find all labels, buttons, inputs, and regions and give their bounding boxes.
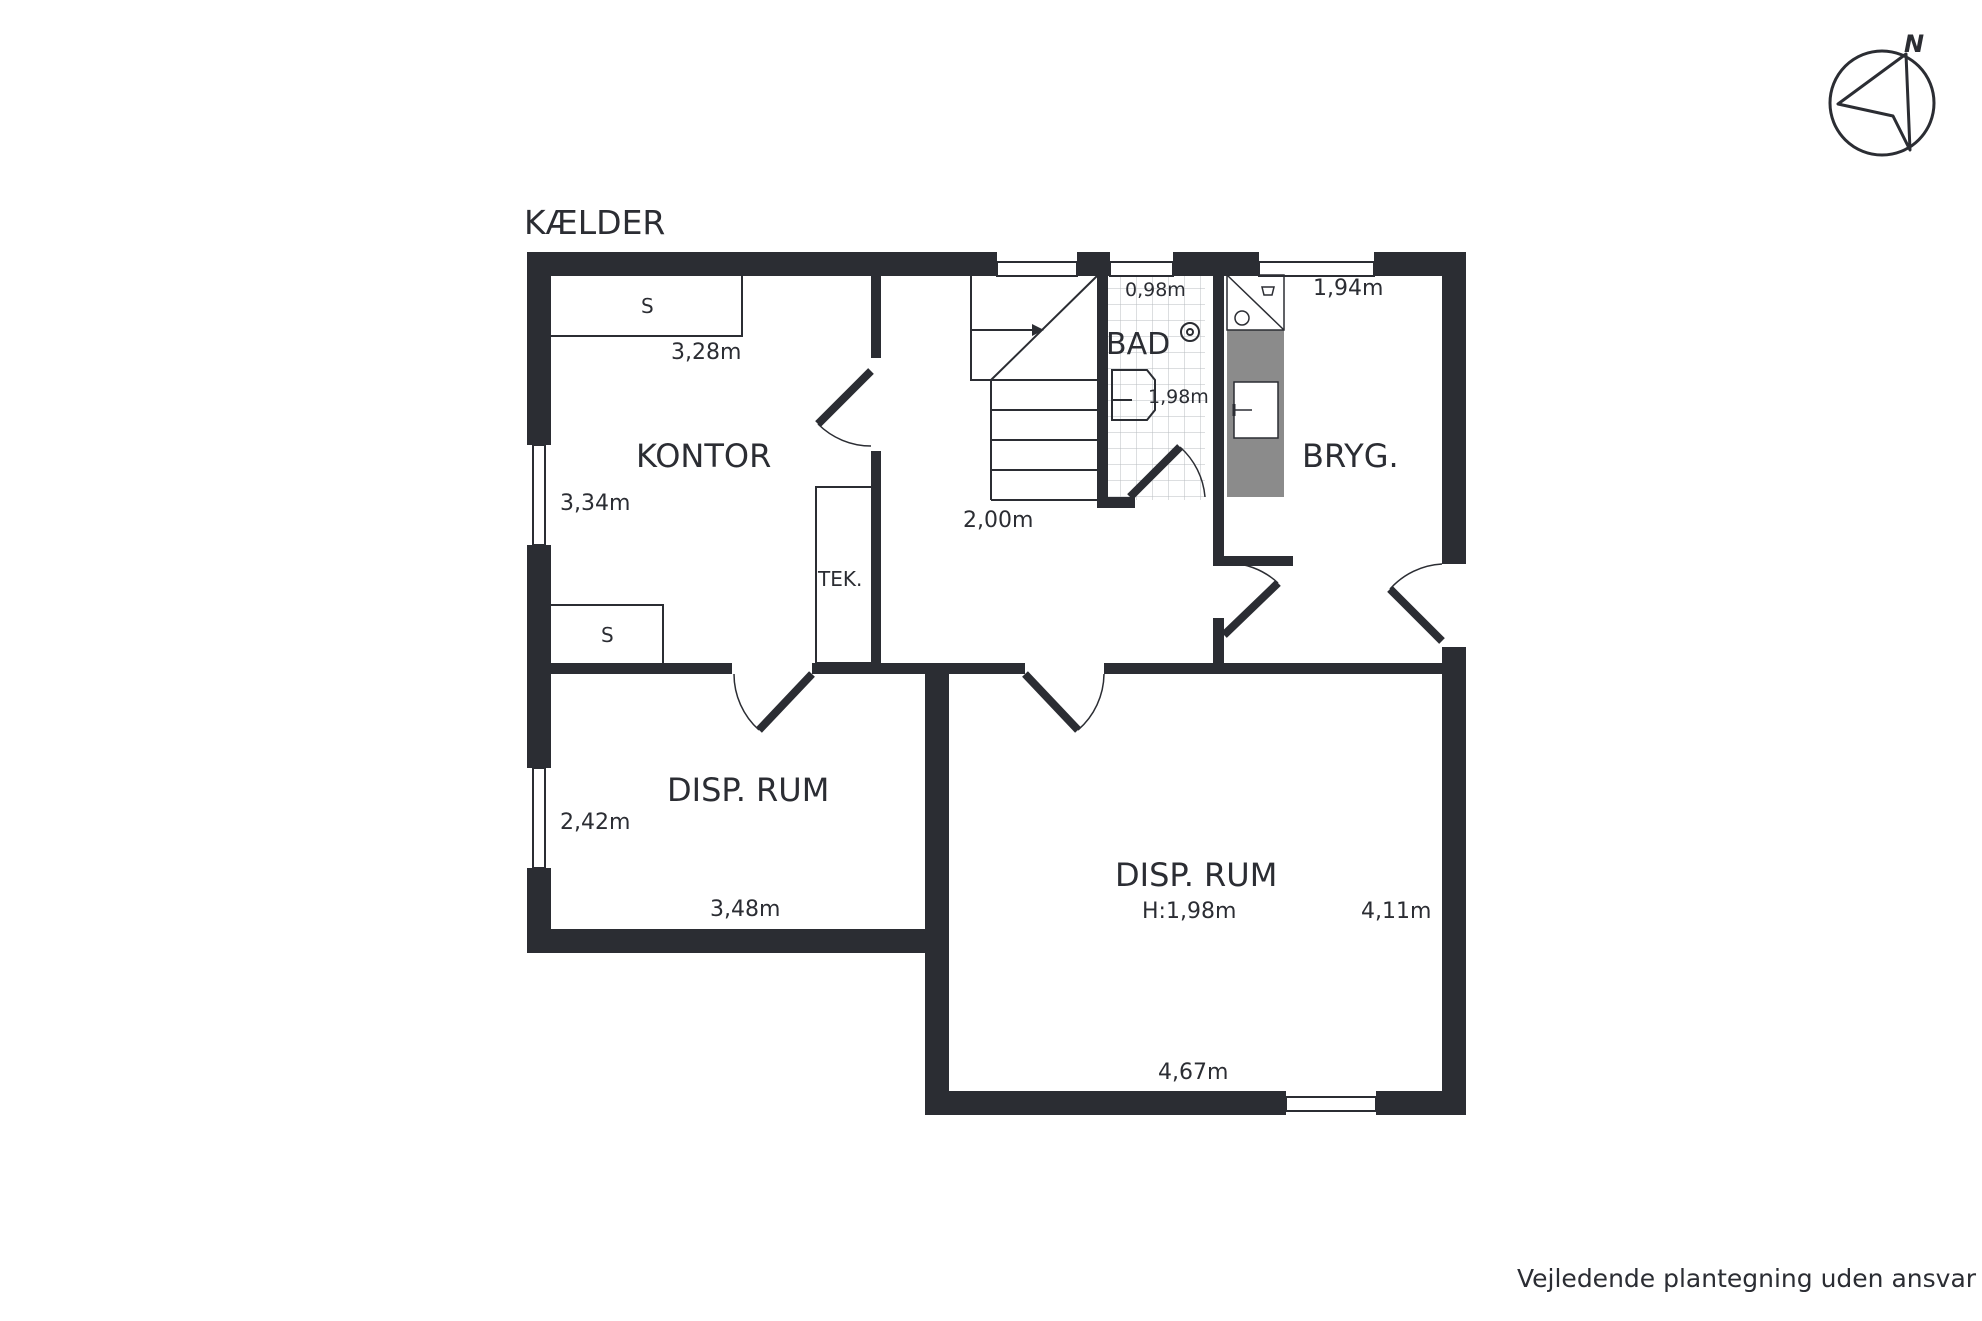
- disp-large-depth: 4,11m: [1361, 899, 1432, 924]
- room-label-kontor: KONTOR: [636, 437, 772, 475]
- disp-small-width: 3,48m: [710, 897, 781, 922]
- disp-small-depth: 2,42m: [560, 810, 631, 835]
- room-label-tek: TEK.: [818, 567, 863, 591]
- room-label-bad: BAD: [1106, 327, 1171, 362]
- shower-drain-icon: [1180, 322, 1200, 342]
- windows: [532, 261, 1377, 1112]
- disp-large-height: H:1,98m: [1142, 899, 1237, 924]
- doors: [733, 368, 1445, 733]
- room-label-bryg: BRYG.: [1302, 437, 1399, 475]
- storage-label: S: [601, 623, 614, 647]
- tek-cabinet: [815, 486, 874, 664]
- kontor-depth: 3,34m: [560, 491, 631, 516]
- north-arrow-icon: [1828, 49, 1936, 157]
- disp-large-width: 4,67m: [1158, 1060, 1229, 1085]
- kontor-width: 3,28m: [671, 340, 742, 365]
- compass-north-label: N: [1904, 30, 1925, 58]
- room-label-disp-small: DISP. RUM: [667, 771, 830, 809]
- room-label-disp-large: DISP. RUM: [1115, 856, 1278, 894]
- stair-arrow-icon: [971, 324, 1044, 336]
- bad-depth: 1,98m: [1148, 386, 1209, 408]
- walls: [527, 252, 1466, 1115]
- stair-depth: 2,00m: [963, 508, 1034, 533]
- disclaimer: Vejledende plantegning uden ansvar: [1517, 1264, 1977, 1293]
- bryg-width: 1,94m: [1313, 276, 1384, 301]
- bad-width: 0,98m: [1125, 279, 1186, 301]
- plan-title: KÆLDER: [524, 203, 666, 242]
- toilet-icon: [1111, 369, 1156, 421]
- storage-label: S: [641, 294, 654, 318]
